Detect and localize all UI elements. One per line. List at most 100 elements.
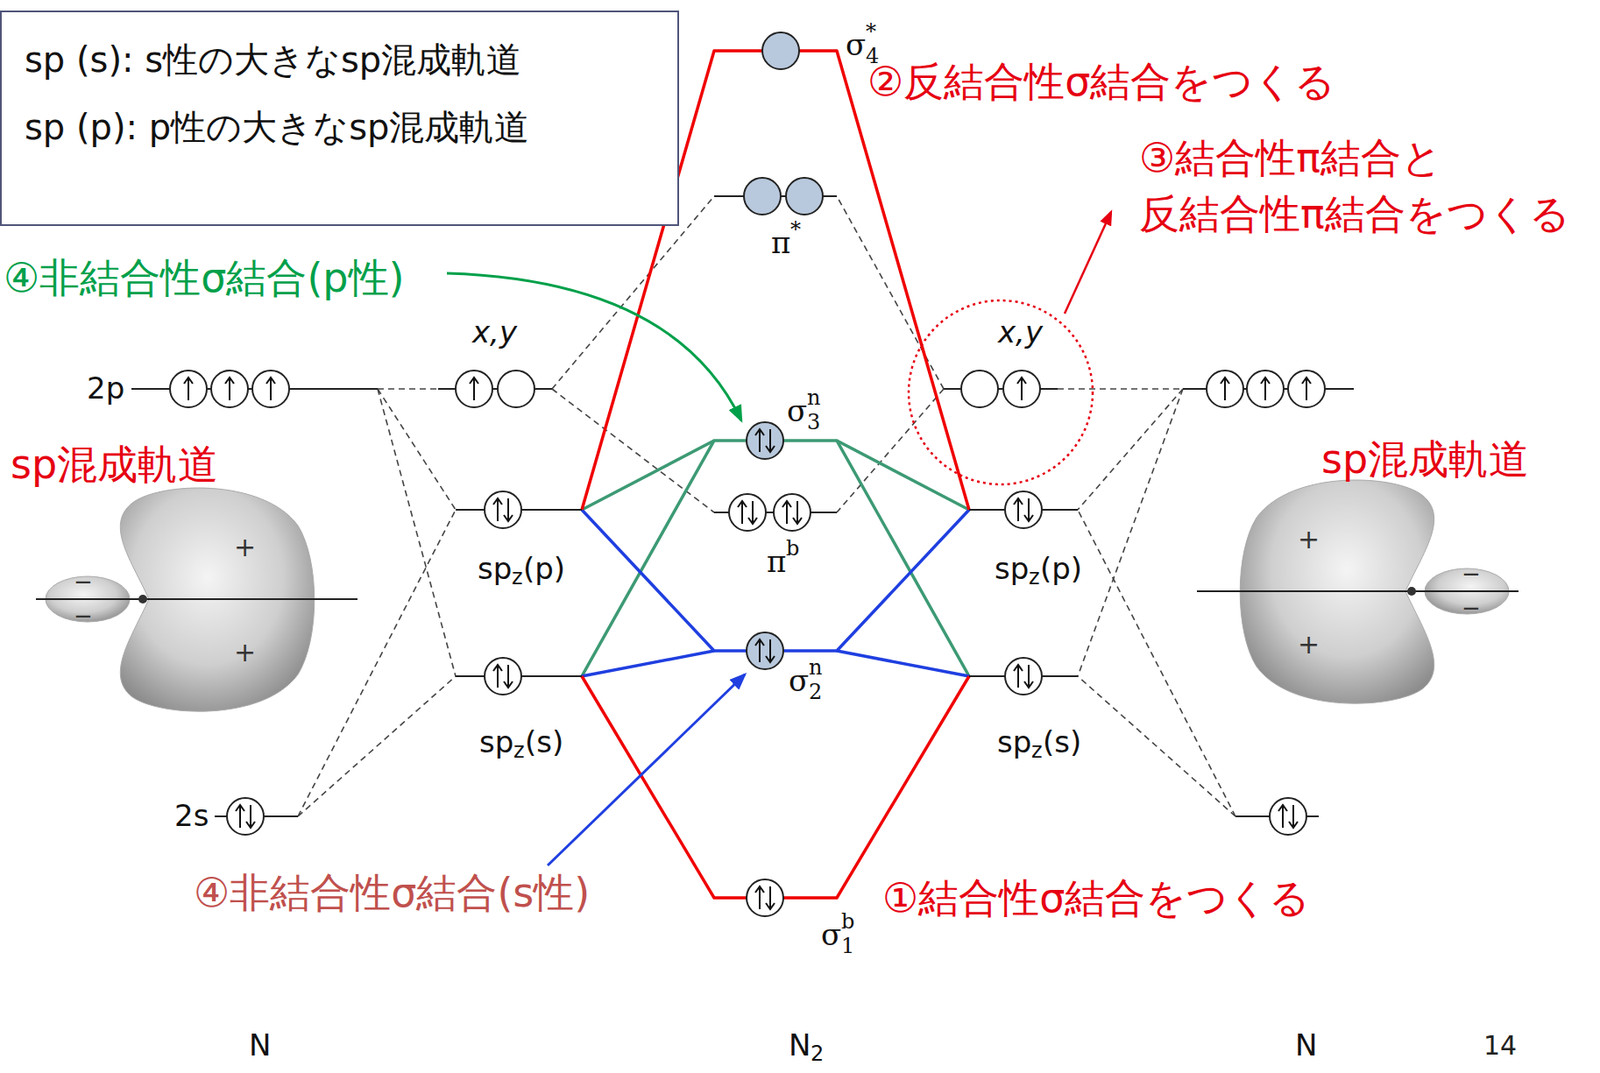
spin-arrow-head <box>493 498 503 505</box>
spin-arrow-head <box>493 665 503 672</box>
spin-arrow-head <box>1013 498 1023 505</box>
spin-arrow-head <box>755 429 765 436</box>
spin-arrow-head <box>1278 805 1288 812</box>
orbital-label: (p) <box>523 552 566 587</box>
spin-arrow <box>1224 377 1226 401</box>
atom-label: 2 <box>810 1042 824 1068</box>
dashed-line <box>377 389 456 510</box>
orbital-label: x,y <box>472 315 517 350</box>
callout-text: ④非結合性σ結合(s性) <box>193 870 590 917</box>
nucleus-dot <box>138 594 148 604</box>
spin-arrow <box>769 429 772 453</box>
orbital-circle <box>252 370 290 408</box>
orbital-circle <box>1005 658 1042 695</box>
orbital-label: (s) <box>524 725 564 760</box>
orbital-label: 2p <box>86 371 125 406</box>
orbital-circle <box>746 632 784 670</box>
spin-arrow <box>758 886 761 910</box>
blue-line <box>581 509 970 652</box>
spin-arrow <box>1027 498 1030 522</box>
axis-line <box>1196 590 1519 593</box>
orbital-circle <box>497 370 535 408</box>
spin-arrow-head <box>184 377 193 384</box>
spin-arrow <box>473 377 475 401</box>
spin-arrow <box>796 501 799 524</box>
phase-sign: − <box>1461 561 1481 588</box>
orbital-label: sp <box>997 725 1032 760</box>
spin-arrow <box>249 805 252 829</box>
orbital-circle <box>743 177 781 215</box>
spin-arrow-head <box>503 681 513 688</box>
orbital-label: sp <box>994 552 1029 587</box>
mo-label: b <box>841 910 855 935</box>
callout-arrow <box>547 674 745 866</box>
spin-arrow <box>1292 805 1295 829</box>
phase-sign: − <box>73 569 93 596</box>
sp-orbital-illustration <box>35 488 358 712</box>
orbital-label: sp <box>477 552 512 587</box>
phase-sign: + <box>1297 630 1320 661</box>
orbital-label: z <box>513 739 525 765</box>
dotted-circle <box>908 300 1093 485</box>
spin-arrow-head <box>1220 377 1230 384</box>
spin-arrow-head <box>1017 377 1027 384</box>
phase-sign: + <box>233 637 256 669</box>
spin-arrow <box>758 429 761 453</box>
spin-arrow <box>758 639 761 663</box>
mo-label: 2 <box>808 680 822 706</box>
spin-arrow <box>228 377 231 401</box>
orbital-circle <box>1206 370 1244 408</box>
orbital-label: x,y <box>998 315 1043 350</box>
mo-label: 3 <box>807 410 821 436</box>
spin-arrow-head <box>1288 821 1298 829</box>
spin-arrow <box>769 639 772 663</box>
orbital-circle <box>1246 370 1284 408</box>
spin-arrow <box>1305 377 1308 401</box>
spin-arrow <box>1017 498 1020 522</box>
dashed-line <box>552 389 715 513</box>
spin-arrow <box>1264 377 1267 401</box>
orbital-circle <box>455 370 493 408</box>
dashed-line <box>1057 388 1183 390</box>
phase-sign: − <box>1461 595 1481 623</box>
orbital-circle <box>785 177 823 215</box>
mo-label: n <box>807 386 821 411</box>
dashed-line <box>1077 389 1183 677</box>
spin-arrow-head <box>755 886 765 893</box>
spin-arrow-head <box>1260 377 1270 384</box>
dashed-line <box>1077 389 1183 510</box>
spin-arrow-head <box>765 903 775 910</box>
callout-text: ②反結合性σ結合をつくる <box>867 58 1336 106</box>
mo-label: 1 <box>841 934 855 960</box>
dashed-line <box>836 196 944 390</box>
spin-arrow-head <box>1024 681 1034 688</box>
callout-text: ④非結合性σ結合(p性) <box>3 254 404 302</box>
orbital-label: (p) <box>1040 552 1083 587</box>
dashed-line <box>1077 676 1236 817</box>
spin-arrow-head <box>792 517 802 524</box>
spin-arrow <box>1027 665 1030 688</box>
green-line <box>581 440 970 677</box>
orbital-circle <box>211 370 248 408</box>
spin-arrow <box>1020 377 1023 401</box>
orbital-label: 2s <box>174 799 209 834</box>
spin-arrow-head <box>266 377 276 384</box>
mo-label: σ <box>786 394 808 429</box>
mo-label: σ <box>845 28 866 63</box>
dashed-line <box>1077 509 1236 817</box>
orbital-circle <box>961 370 999 408</box>
orbital-circle <box>1003 370 1041 408</box>
orbital-circle <box>484 658 522 695</box>
sp-orbital-illustration <box>1196 480 1519 704</box>
correlation-lines <box>297 196 1236 817</box>
spin-arrow <box>741 501 744 524</box>
orbital-circle <box>762 32 800 70</box>
mo-label: π <box>771 226 791 261</box>
mo-label: n <box>808 656 822 681</box>
orbital-circle <box>1288 370 1325 408</box>
phase-sign: + <box>233 532 256 564</box>
spin-arrow-head <box>737 501 747 508</box>
callout-arrow <box>1064 212 1112 314</box>
green-line <box>581 440 715 510</box>
orbital-circle <box>773 494 811 531</box>
